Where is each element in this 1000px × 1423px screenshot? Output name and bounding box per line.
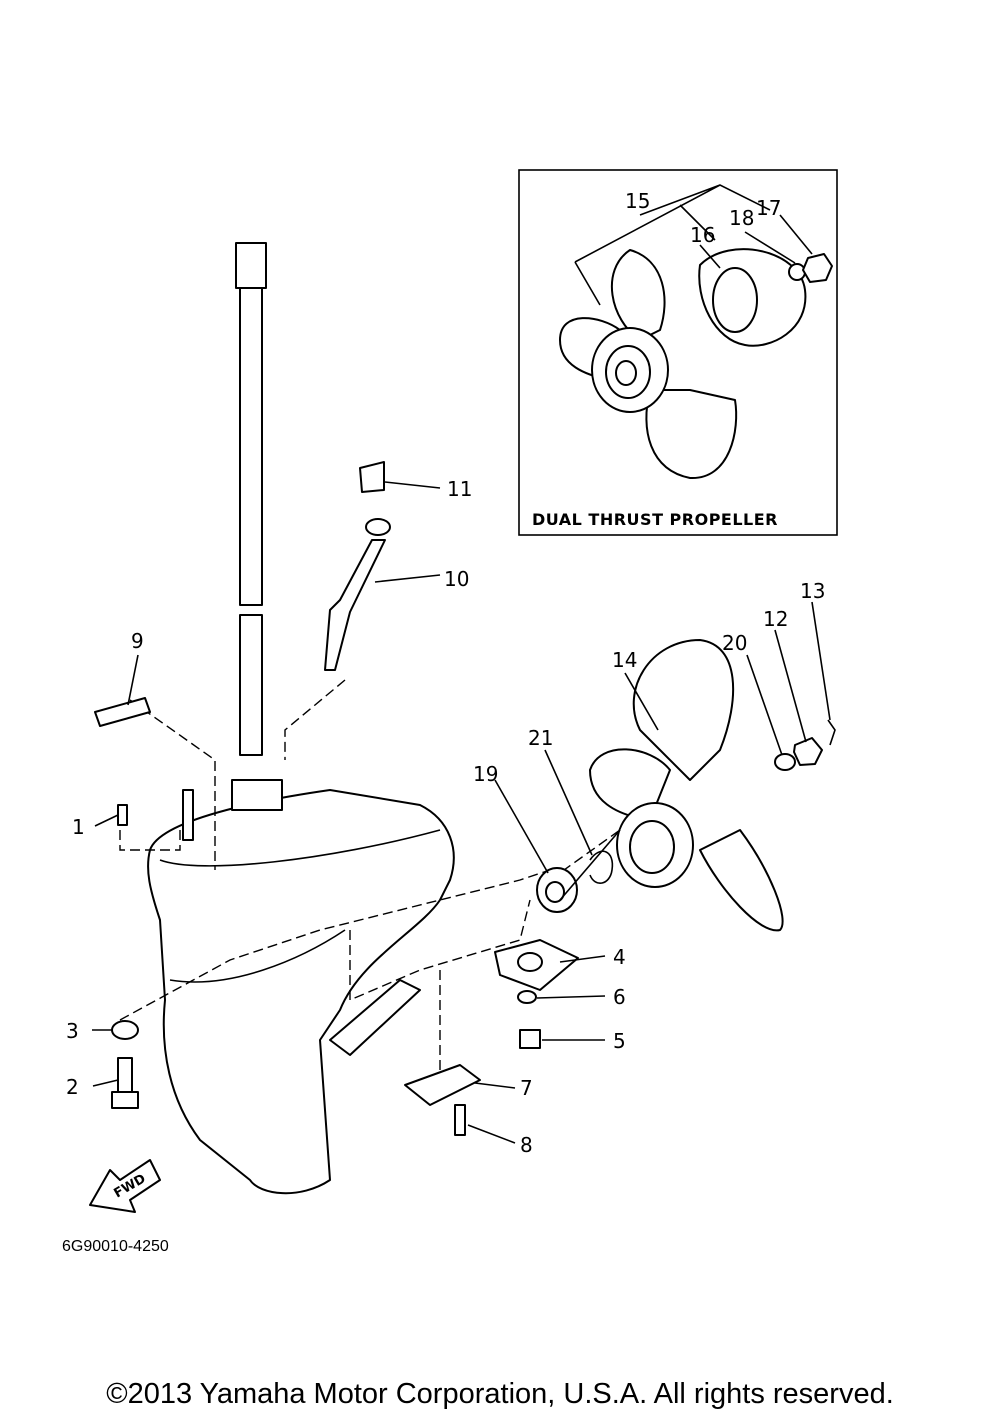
circlip-21	[589, 850, 614, 884]
inset-hub-center	[615, 360, 637, 386]
callout-13: 13	[800, 579, 825, 603]
dual-thrust-propeller-inset	[518, 169, 838, 536]
callout-17: 17	[756, 196, 781, 220]
leader-16	[699, 244, 721, 269]
leader-4	[559, 955, 606, 963]
callout-15: 15	[625, 189, 650, 213]
assembly-line-9	[129, 699, 216, 870]
leader-8	[467, 1124, 516, 1144]
leader-21	[544, 749, 593, 856]
lower-case-housing	[147, 789, 455, 1195]
leader-1	[94, 814, 119, 827]
leader-14	[624, 672, 659, 731]
drive-shaft	[239, 249, 263, 606]
callout-18: 18	[729, 206, 754, 230]
callout-21: 21	[528, 726, 553, 750]
thrust-washer-bore	[545, 881, 565, 903]
lower-unit-drawing	[119, 242, 621, 1195]
inset-caption: DUAL THRUST PROPELLER	[532, 510, 778, 529]
propeller-14	[559, 639, 784, 932]
dual-thrust-propeller-drawing	[559, 248, 833, 480]
small-parts	[94, 461, 836, 1136]
inset-callout-bracket	[574, 184, 771, 263]
washer-3	[111, 1020, 139, 1040]
leader-19	[494, 779, 549, 874]
leader-10	[374, 574, 441, 583]
callout-20: 20	[722, 631, 747, 655]
nut-12	[793, 737, 823, 766]
leader-18	[744, 231, 796, 264]
assembly-line-10	[284, 679, 346, 760]
inset-spacer-bore	[712, 267, 758, 333]
bolt-2-head	[111, 1091, 139, 1109]
leader-9	[127, 654, 139, 706]
spacer-9	[94, 697, 151, 727]
inset-blade-bottom	[645, 389, 738, 480]
anode-boss	[517, 952, 543, 972]
drive-shaft-lower	[239, 614, 263, 756]
cotter-pin-13	[827, 719, 836, 746]
propeller-blade-bottom	[699, 829, 784, 932]
leader-20	[746, 654, 783, 756]
callout-7: 7	[520, 1076, 533, 1100]
leader-17	[779, 214, 813, 255]
assembly-line-4	[349, 899, 531, 1002]
drive-shaft-housing-boss	[231, 779, 283, 811]
copyright-notice: ©2013 Yamaha Motor Corporation, U.S.A. A…	[106, 1378, 894, 1410]
bolt-2	[117, 1057, 133, 1097]
callout-9: 9	[131, 629, 144, 653]
leader-13	[811, 601, 831, 721]
leader-12	[774, 629, 807, 743]
assembly-line-3	[119, 869, 551, 1021]
washer-6	[517, 990, 537, 1004]
propeller-shaft-line	[559, 829, 621, 901]
callout-12: 12	[763, 607, 788, 631]
forward-direction-indicator: FWD	[89, 1159, 161, 1213]
inset-frame	[518, 169, 838, 536]
plate-7	[404, 1064, 481, 1106]
water-tube-end	[365, 518, 391, 536]
propeller-hub-bore	[629, 820, 675, 874]
drive-shaft-splines	[235, 242, 267, 289]
callout-8: 8	[520, 1133, 533, 1157]
grommet-11	[359, 461, 385, 493]
water-tube-10	[324, 539, 386, 671]
housing-mating-surface	[159, 829, 441, 867]
callout-6: 6	[613, 985, 626, 1009]
shift-rod	[182, 789, 194, 841]
callout-11: 11	[447, 477, 472, 501]
screw-8	[454, 1104, 466, 1136]
callout-16: 16	[690, 223, 715, 247]
leader-6	[536, 995, 606, 999]
callout-5: 5	[613, 1029, 626, 1053]
assembly-line-1	[119, 825, 181, 851]
inset-nut-17	[802, 253, 833, 283]
callout-14: 14	[612, 648, 637, 672]
callout-4: 4	[613, 945, 626, 969]
fwd-arrow-icon	[89, 1159, 161, 1213]
inset-blade-top	[610, 249, 666, 341]
inset-washer-18	[788, 263, 806, 281]
propeller-blade-top	[632, 639, 735, 781]
callout-19: 19	[473, 762, 498, 786]
callouts: 1 2 3 4 5 6 7 8 9 10 11 12 13 14 15 16 1…	[66, 189, 831, 1157]
callout-10: 10	[444, 567, 469, 591]
callout-3: 3	[66, 1019, 79, 1043]
washer-20	[774, 753, 796, 771]
leader-11	[384, 481, 441, 489]
housing-anti-cavitation-plate	[169, 929, 346, 983]
leader-7	[474, 1082, 516, 1089]
callout-1: 1	[72, 815, 85, 839]
propeller-shaft	[329, 979, 421, 1056]
bolt-5	[519, 1029, 541, 1049]
dowel-pin-1	[117, 804, 128, 826]
callout-2: 2	[66, 1075, 79, 1099]
leader-2	[92, 1079, 119, 1087]
drawing-code: 6G90010-4250	[62, 1238, 169, 1255]
inset-callout-leader-15	[574, 261, 601, 306]
